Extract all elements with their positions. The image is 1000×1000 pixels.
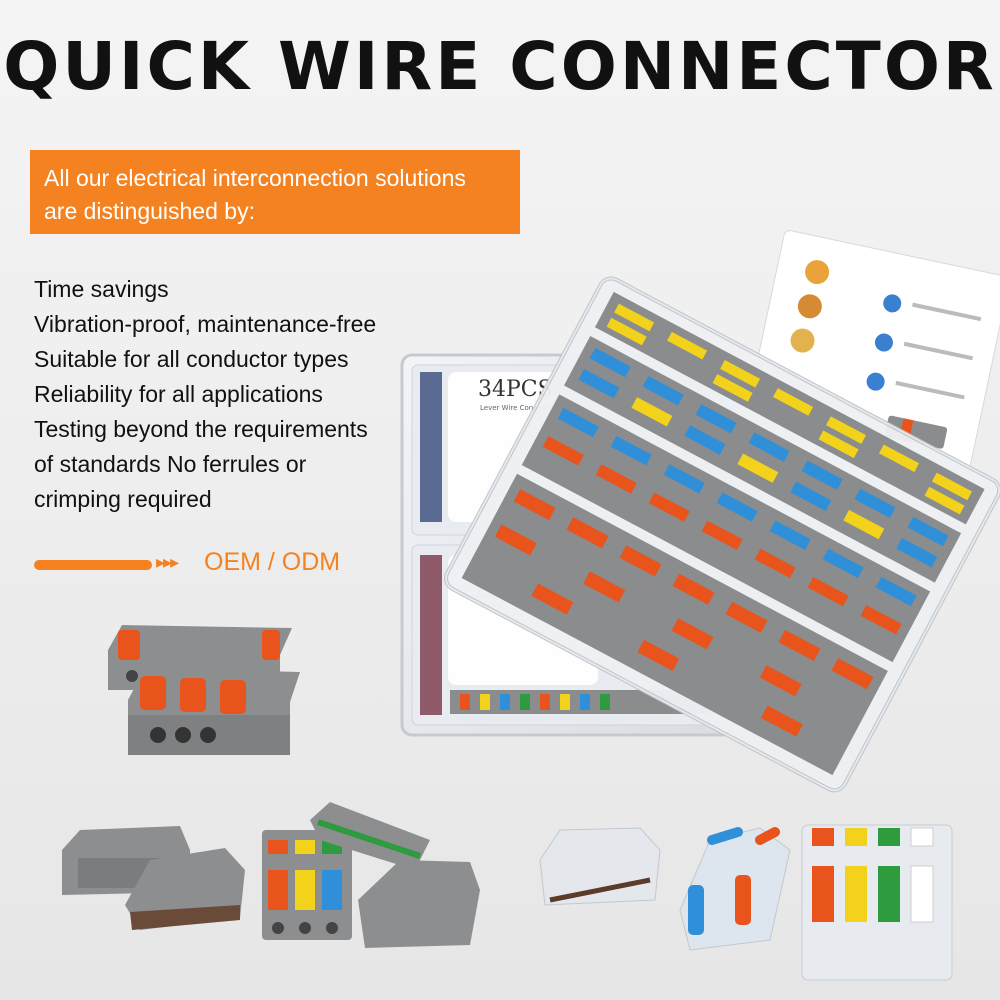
page-title: QUICK WIRE CONNECTOR <box>3 28 997 105</box>
transparent-connectors <box>539 824 953 981</box>
feature-item: Reliability for all applications <box>34 381 323 407</box>
banner-line-1: All our electrical interconnection solut… <box>44 165 466 191</box>
oem-arrow-bar <box>34 560 152 570</box>
gray-connectors-group <box>62 826 245 930</box>
box-subtitle-top: Lever Wire Connectors <box>480 404 560 412</box>
oem-odm-callout: ▸▸▸ OEM / ODM <box>34 548 394 582</box>
feature-item: Suitable for all conductor types <box>34 346 349 372</box>
feature-list: Time savings Vibration-proof, maintenanc… <box>34 272 434 517</box>
feature-item: Vibration-proof, maintenance-free <box>34 311 377 337</box>
front-storage-box <box>444 276 1000 793</box>
banner-line-2: are distinguished by: <box>44 198 255 224</box>
orange-lever-connectors <box>108 625 300 755</box>
arrow-right-icon: ▸▸▸ <box>156 552 179 572</box>
feature-item: crimping required <box>34 486 212 512</box>
multicolor-lever-connectors <box>262 802 480 948</box>
back-box-connector-strips <box>420 372 710 715</box>
feature-item: Time savings <box>34 276 169 302</box>
orange-banner: All our electrical interconnection solut… <box>30 150 520 234</box>
oem-odm-label: OEM / ODM <box>204 548 341 576</box>
front-box-connectors <box>461 291 985 776</box>
feature-item: Testing beyond the requirements <box>34 416 368 442</box>
feature-item: of standards No ferrules or <box>34 451 307 477</box>
